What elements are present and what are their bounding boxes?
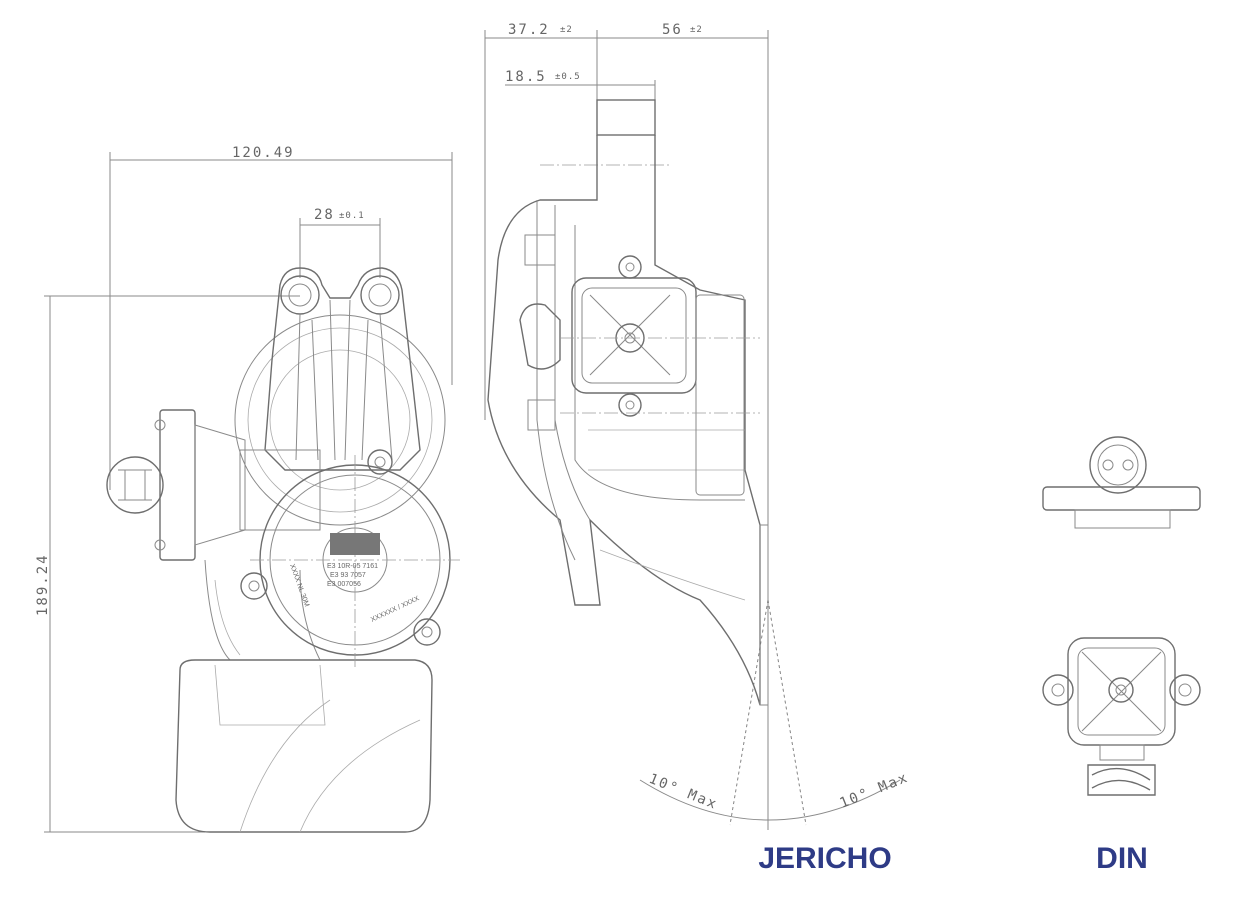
badge-text: E3 10R-05 7161 [327,563,378,570]
tolerance-label: ±2 [690,25,703,35]
din-side [1042,436,1201,529]
dimension-label: 189.24 [35,553,51,616]
dimension-height: 189.24 [35,295,300,833]
front-view: 120.49 28 ±0.1 189.24 [35,145,460,833]
badge-text: XXXXXX / XXXX [370,595,421,624]
angle-label: 10° Max [838,770,912,812]
dimension-depth: 37.2 ±2 56 ±2 18.5 ±0.5 [484,22,769,830]
tolerance-label: ±0.5 [555,72,581,82]
dimension-label: 37.2 [508,22,550,38]
badge-text: XXXX NL 30M [288,563,310,608]
dimension-label: 28 [314,207,335,223]
dimension-label: 120.49 [232,145,295,161]
tolerance-label: ±0.1 [339,211,365,221]
jericho-label: JERICHO [758,842,891,875]
dimension-label: 18.5 [505,69,547,85]
angle-label: 10° Max [647,771,721,813]
dimension-width: 120.49 [109,145,453,490]
din-front [1042,637,1201,796]
dimension-mount-spacing: 28 ±0.1 [299,207,381,278]
badge-text: E3 007056 [327,581,361,588]
fiamm-logo [330,533,380,555]
tolerance-label: ±2 [560,25,573,35]
dimension-label: 56 [662,22,683,38]
din-label: DIN [1096,842,1148,875]
badge-text: E3 93 7057 [330,572,366,579]
din-views: DIN [1042,436,1201,875]
side-view: 37.2 ±2 56 ±2 18.5 ±0.5 10° Max [484,22,912,875]
